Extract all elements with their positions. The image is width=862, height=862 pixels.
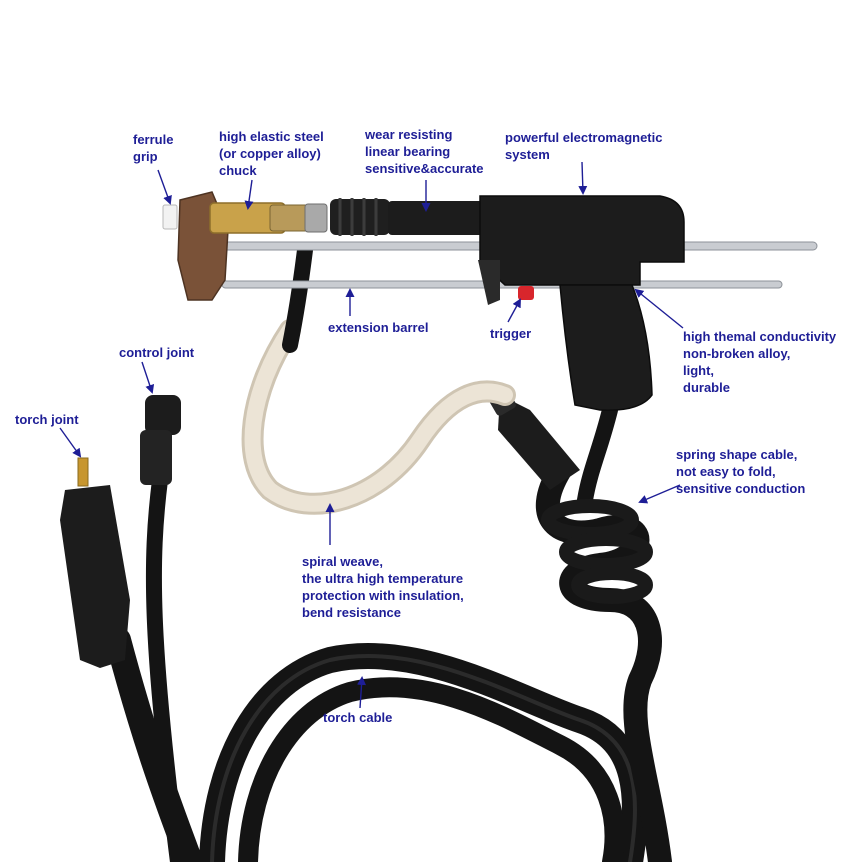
- label-line: spiral weave,: [302, 554, 383, 569]
- label-trigger: trigger: [490, 325, 531, 342]
- label-line: control joint: [119, 345, 195, 360]
- label-line: bend resistance: [302, 605, 401, 620]
- arrow-alloy: [634, 288, 684, 329]
- label-line: not easy to fold,: [676, 464, 776, 479]
- label-line: torch cable: [323, 710, 393, 725]
- arrow-torch-joint: [59, 427, 82, 458]
- label-line: sensitive&accurate: [365, 161, 484, 176]
- label-line: sensitive conduction: [676, 481, 806, 496]
- arrow-control: [141, 361, 155, 394]
- gun-body: [479, 195, 685, 286]
- label-torch-cable: torch cable: [323, 709, 392, 726]
- label-line: linear bearing: [365, 144, 451, 159]
- label-ferrule-grip: ferrule grip: [133, 131, 173, 165]
- arrow-trigger: [507, 298, 521, 323]
- label-line: high themal conductivity: [683, 329, 837, 344]
- arrow-torch-cable: [357, 676, 367, 709]
- label-line: light,: [683, 363, 715, 378]
- label-line: powerful electromagnetic: [505, 130, 663, 145]
- label-control-joint: control joint: [119, 344, 194, 361]
- label-line: system: [505, 147, 550, 162]
- label-line: torch joint: [15, 412, 79, 427]
- label-alloy: high themal conductivity non-broken allo…: [683, 328, 836, 396]
- label-spring-cable: spring shape cable, not easy to fold, se…: [676, 446, 805, 497]
- label-line: chuck: [219, 163, 257, 178]
- label-chuck: high elastic steel (or copper alloy) chu…: [219, 128, 324, 179]
- arrow-magnet: [578, 161, 588, 195]
- arrow-chuck: [244, 179, 254, 210]
- label-linear-bearing: wear resisting linear bearing sensitive&…: [365, 126, 484, 177]
- label-line: high elastic steel: [219, 129, 324, 144]
- label-spiral-weave: spiral weave, the ultra high temperature…: [302, 553, 464, 621]
- label-extension-barrel: extension barrel: [328, 319, 428, 336]
- label-line: protection with insulation,: [302, 588, 464, 603]
- label-line: wear resisting: [365, 127, 453, 142]
- label-torch-joint: torch joint: [15, 411, 79, 428]
- label-electromagnetic-system: powerful electromagnetic system: [505, 129, 662, 163]
- label-line: (or copper alloy): [219, 146, 321, 161]
- trigger: [518, 286, 534, 300]
- linear-bearing-bellows: [330, 198, 488, 236]
- label-line: grip: [133, 149, 158, 164]
- label-line: ferrule: [133, 132, 174, 147]
- arrow-ferrule: [157, 169, 172, 205]
- arrow-spring: [638, 484, 681, 504]
- control-cable: [145, 472, 186, 862]
- label-line: spring shape cable,: [676, 447, 798, 462]
- gun-handle: [559, 284, 653, 411]
- label-line: trigger: [490, 326, 532, 341]
- control-joint-plug: [140, 395, 181, 485]
- label-line: extension barrel: [328, 320, 429, 335]
- torch-joint-plug: [60, 457, 130, 668]
- label-line: the ultra high temperature: [302, 571, 464, 586]
- label-line: non-broken alloy,: [683, 346, 791, 361]
- label-line: durable: [683, 380, 730, 395]
